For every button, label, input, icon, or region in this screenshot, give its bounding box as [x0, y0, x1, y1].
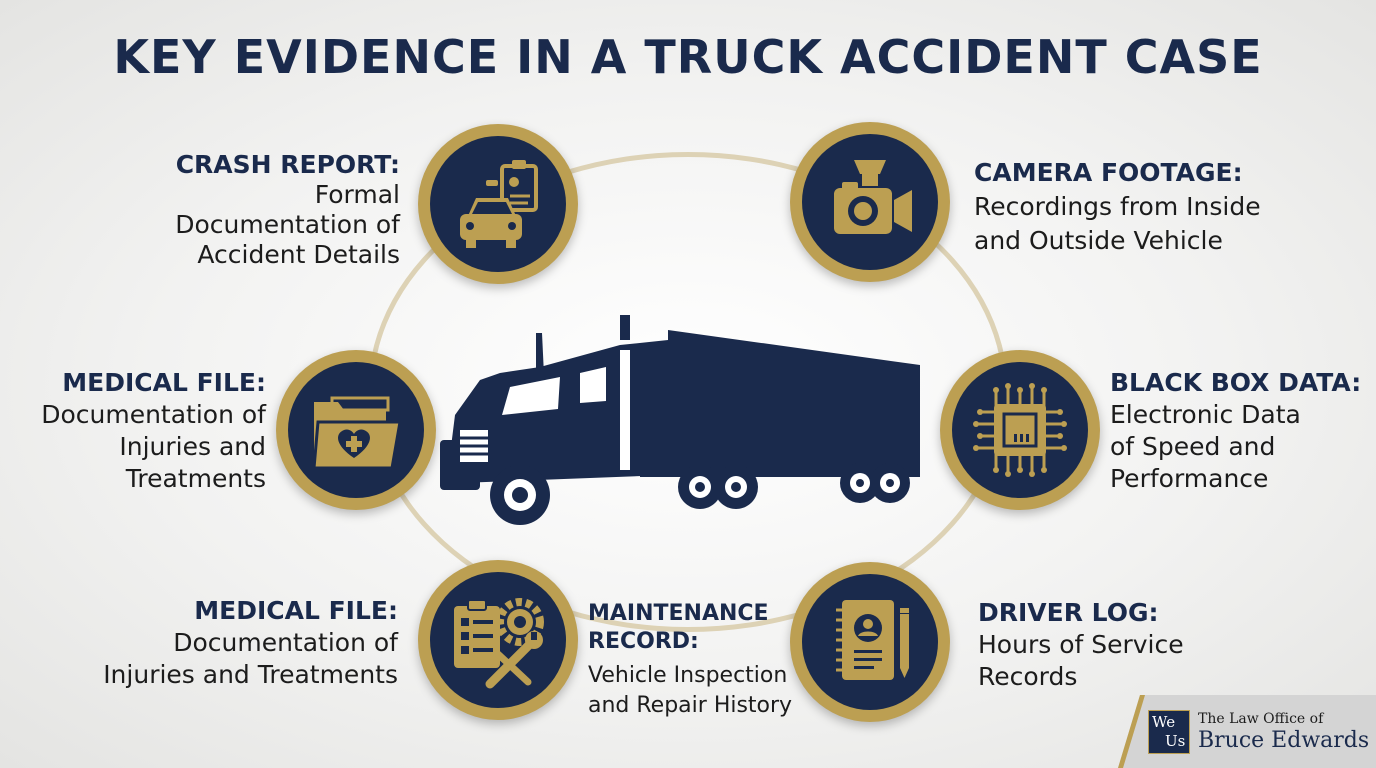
maintenance-record-heading-2: RECORD: — [588, 629, 699, 654]
black-box-data-line-1: Electronic Data — [1110, 400, 1301, 429]
camera-footage-line-1: Recordings from Inside — [974, 192, 1261, 221]
medical-file-label-left: MEDICAL FILE: Documentation of Injuries … — [0, 368, 266, 494]
crash-report-heading: CRASH REPORT: — [175, 150, 400, 179]
camera-footage-badge — [790, 122, 950, 282]
medical-file-heading-bottom: MEDICAL FILE: — [194, 596, 398, 625]
black-box-data-line-2: of Speed and — [1110, 432, 1276, 461]
chip-icon — [973, 383, 1067, 477]
logo-big-text: Bruce Edwards — [1198, 728, 1370, 753]
medical-file-left-line-1: Documentation of — [41, 400, 266, 429]
medical-file-left-line-2: Injuries and — [119, 432, 266, 461]
black-box-data-label: BLACK BOX DATA: Electronic Data of Speed… — [1110, 368, 1376, 494]
medical-file-left-line-3: Treatments — [125, 464, 266, 493]
medical-file-label-bottom: MEDICAL FILE: Documentation of Injuries … — [60, 596, 398, 690]
camera-footage-label: CAMERA FOOTAGE: Recordings from Inside a… — [974, 158, 1304, 256]
maintenance-record-label: MAINTENANCE RECORD: Vehicle Inspection a… — [588, 600, 798, 720]
page-title: KEY EVIDENCE IN A TRUCK ACCIDENT CASE — [113, 30, 1263, 84]
maintenance-record-line-2: and Repair History — [588, 693, 793, 718]
logo-small-text: The Law Office of — [1198, 711, 1324, 727]
semi-truck-icon — [440, 315, 920, 525]
driver-log-badge — [790, 562, 950, 722]
crash-report-badge — [418, 124, 578, 284]
crash-report-line-2: Documentation of — [175, 210, 400, 239]
medical-file-heading-left: MEDICAL FILE: — [62, 368, 266, 397]
camera-footage-line-2: and Outside Vehicle — [974, 226, 1223, 255]
crash-report-label: CRASH REPORT: Formal Documentation of Ac… — [130, 150, 400, 270]
law-office-logo: We Us The Law Office of Bruce Edwards — [1118, 695, 1376, 768]
police-car-report-icon — [460, 160, 538, 248]
logbook-icon — [836, 600, 909, 680]
black-box-data-badge — [940, 350, 1100, 510]
medical-file-badge — [276, 350, 436, 510]
camera-footage-heading: CAMERA FOOTAGE: — [974, 158, 1243, 187]
driver-log-line-2: Records — [978, 662, 1078, 691]
logo-mark-bottom: Us — [1165, 732, 1186, 750]
black-box-data-heading: BLACK BOX DATA: — [1110, 368, 1362, 397]
logo-mark: We Us — [1148, 710, 1190, 754]
driver-log-line-1: Hours of Service — [978, 630, 1184, 659]
maintenance-record-line-1: Vehicle Inspection — [588, 663, 788, 688]
crash-report-line-3: Accident Details — [197, 240, 400, 269]
logo-mark-top: We — [1152, 713, 1176, 731]
driver-log-label: DRIVER LOG: Hours of Service Records — [978, 598, 1278, 692]
maintenance-record-heading-1: MAINTENANCE — [588, 601, 769, 626]
maintenance-record-badge — [418, 560, 578, 720]
black-box-data-line-3: Performance — [1110, 464, 1269, 493]
medical-file-bottom-line-2: Injuries and Treatments — [103, 660, 398, 689]
clipboard-gear-wrench-icon — [454, 598, 544, 689]
camera-icon — [834, 160, 912, 234]
driver-log-heading: DRIVER LOG: — [978, 598, 1159, 627]
crash-report-line-1: Formal — [314, 180, 400, 209]
medical-file-bottom-line-1: Documentation of — [173, 628, 398, 657]
medical-folder-icon — [312, 396, 402, 470]
